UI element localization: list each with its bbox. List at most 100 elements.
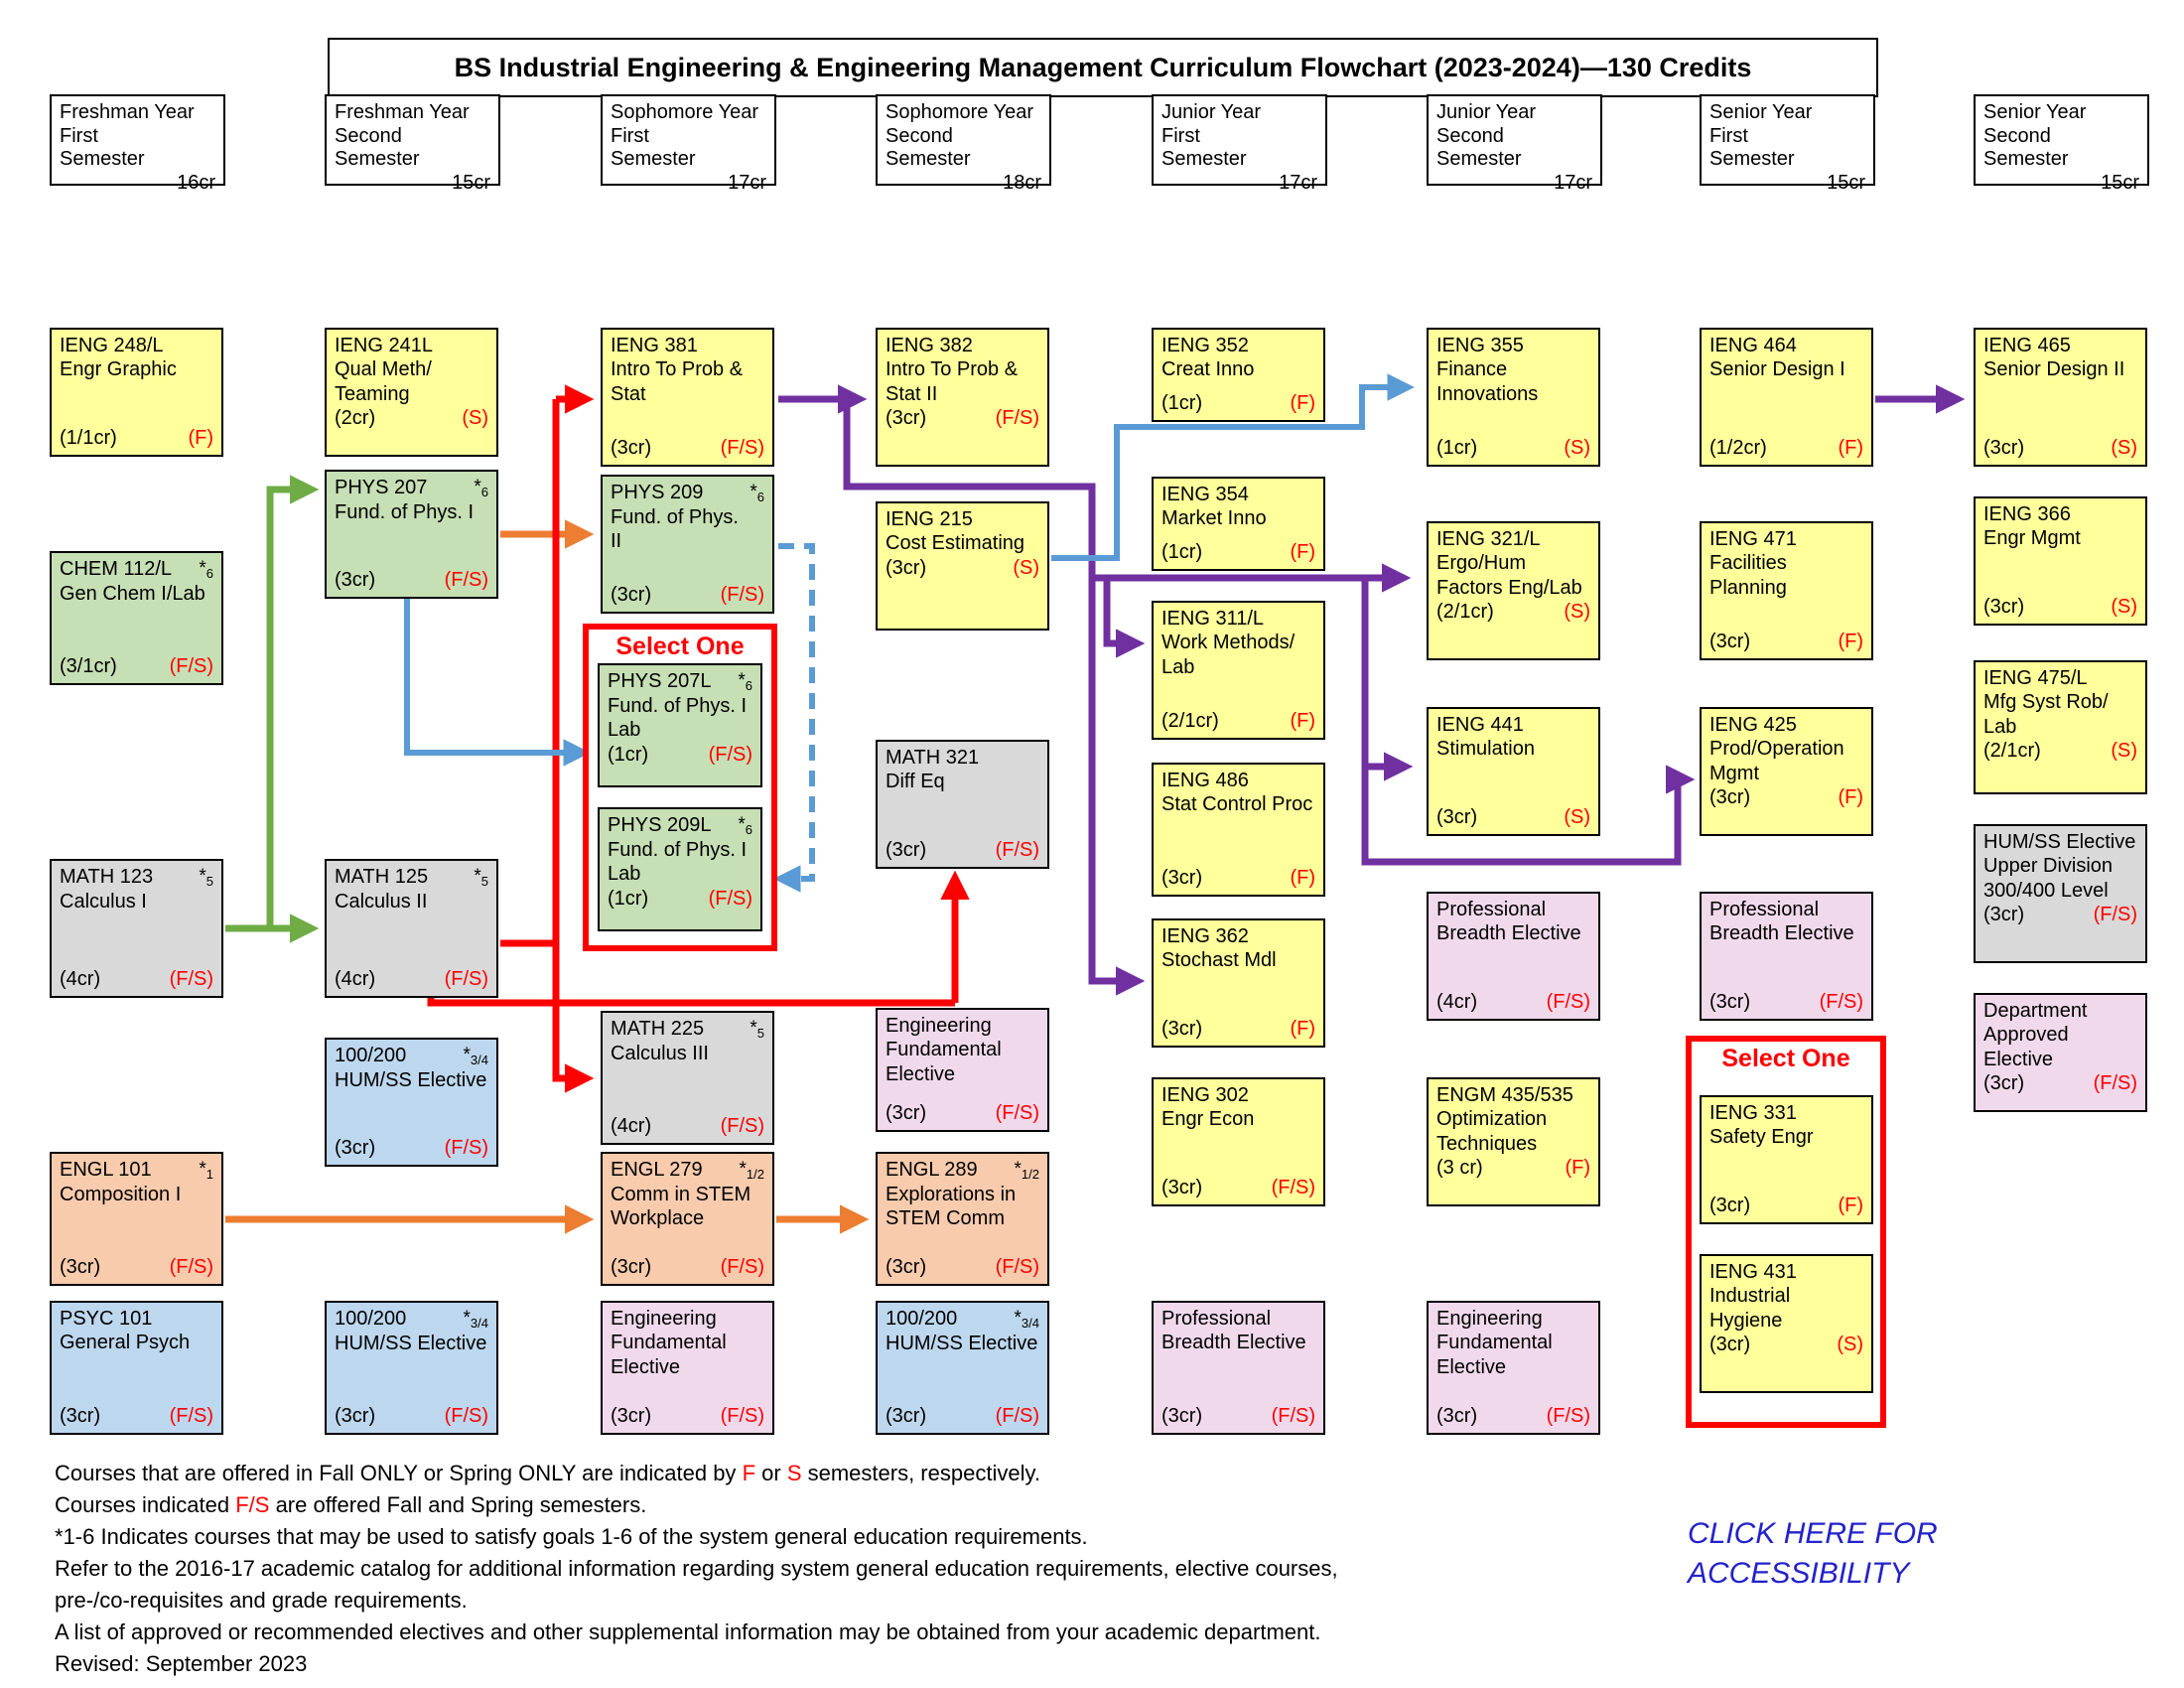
course-semester: (F/S): [720, 1255, 764, 1278]
course-semester: (F): [188, 426, 213, 449]
footnote-line: *1-6 Indicates courses that may be used …: [55, 1524, 1088, 1549]
course-name: Intro To Prob & Stat: [611, 358, 744, 405]
header-line: First: [60, 124, 98, 147]
course-name: Optimization Techniques: [1436, 1108, 1548, 1155]
course-name: Safety Engr: [1709, 1126, 1814, 1149]
course-name: Finance Innovations: [1436, 358, 1539, 405]
course-semester: (F): [1838, 1194, 1863, 1216]
header-line: Semester: [335, 148, 420, 171]
course-name: General Psych: [60, 1332, 191, 1354]
course-name: Diff Eq: [886, 771, 945, 793]
course-code: IENG 355: [1436, 335, 1524, 356]
course-credits: (1cr): [608, 887, 649, 910]
header-line: Freshman Year: [60, 101, 195, 123]
course-credits: (2/1cr): [1161, 709, 1219, 732]
course-credits: (3cr): [886, 407, 927, 430]
course-semester: (F/S): [708, 743, 752, 766]
header-line: Junior Year: [1161, 101, 1262, 123]
course-credits: (4cr): [611, 1114, 652, 1137]
course-name: Comm in STEM Workplace: [611, 1183, 751, 1230]
course-code: MATH 225: [611, 1018, 705, 1040]
course-name: Fund. of Phys. I Lab: [608, 694, 748, 742]
course-credits: (3cr): [1436, 1404, 1478, 1427]
header-credits: 16cr: [177, 171, 215, 194]
gen-ed-goal-marker: *5: [199, 866, 213, 889]
course-semester: (F/S): [995, 407, 1039, 430]
course-credits: (3 cr): [1436, 1157, 1483, 1180]
course-name: Explorations in STEM Comm: [886, 1183, 1017, 1230]
course-semester: (F): [1838, 630, 1863, 652]
course-credits: (3cr): [1709, 990, 1751, 1013]
course-semester: (F/S): [169, 1404, 213, 1427]
course-credits: (3cr): [611, 436, 652, 459]
header-line: Second: [1983, 124, 2051, 147]
arrow-math125-bottom: [427, 998, 955, 1007]
footnote-line: A list of approved or recommended electi…: [55, 1619, 1321, 1644]
course-semester: (F): [1838, 436, 1863, 459]
course-code: PSYC 101: [60, 1308, 153, 1330]
accessibility-link[interactable]: CLICK HERE FOR ACCESSIBILITY: [1688, 1514, 1938, 1593]
course-semester: (S): [2111, 436, 2137, 459]
course-semester: (F/S): [708, 887, 752, 910]
course-semester: (F/S): [995, 1101, 1039, 1124]
course-semester: (S): [1564, 436, 1590, 459]
course-credits: (3cr): [1983, 436, 2025, 459]
course-credits: (3cr): [611, 1404, 652, 1427]
arrow-purple-ieng311: [1103, 578, 1146, 658]
course-name: Senior Design I: [1709, 358, 1845, 381]
course-semester: (F/S): [720, 1404, 764, 1427]
header-line: Semester: [1983, 148, 2069, 171]
course-code: IENG 311/L: [1161, 608, 1265, 630]
course-credits: (4cr): [1436, 990, 1478, 1013]
course-credits: (3cr): [1161, 866, 1203, 889]
course-semester: (F): [1290, 709, 1315, 732]
select-one-label: Select One: [1721, 1045, 1850, 1072]
header-line: Semester: [611, 148, 696, 171]
gen-ed-goal-marker: *5: [750, 1018, 764, 1041]
course-credits: (3cr): [611, 1255, 652, 1278]
course-credits: (1/1cr): [60, 426, 117, 449]
course-code: MATH 321: [886, 747, 980, 769]
course-credits: (1cr): [1161, 540, 1203, 563]
course-semester: (F): [1290, 391, 1315, 414]
course-code: 100/200: [335, 1045, 407, 1066]
header-credits: 15cr: [1827, 171, 1865, 194]
course-semester: (F/S): [2093, 1072, 2137, 1095]
course-semester: (S): [2111, 740, 2137, 763]
course-code: PHYS 209: [611, 482, 704, 503]
course-code: CHEM 112/L: [60, 558, 173, 580]
course-semester: (S): [462, 407, 488, 430]
header-credits: 17cr: [1279, 171, 1317, 194]
arrow-phys209-phys209l: [773, 543, 815, 893]
course-name: Engr Mgmt: [1983, 527, 2081, 550]
header-line: First: [1161, 124, 1200, 147]
header-line: Sophomore Year: [886, 101, 1034, 123]
course-credits: (3cr): [1709, 1194, 1751, 1216]
course-code: ENGL 279: [611, 1159, 703, 1181]
course-name: Department Approved Elective: [1983, 1000, 2088, 1070]
header-line: Second: [886, 124, 953, 147]
course-semester: (F): [1290, 1017, 1315, 1040]
course-name: Fund. of Phys. II: [611, 505, 739, 553]
course-credits: (3cr): [1709, 630, 1751, 652]
course-credits: (1cr): [1436, 436, 1478, 459]
course-engineering: Engineering Fundamental Elective(3cr)(F/…: [1427, 1301, 1600, 1435]
header-line: Junior Year: [1436, 101, 1537, 123]
gen-ed-goal-marker: *5: [474, 866, 488, 889]
course-code: PHYS 207: [335, 477, 428, 498]
course-semester: (F/S): [169, 967, 213, 990]
course-name: HUM/SS Elective: [335, 1068, 487, 1091]
